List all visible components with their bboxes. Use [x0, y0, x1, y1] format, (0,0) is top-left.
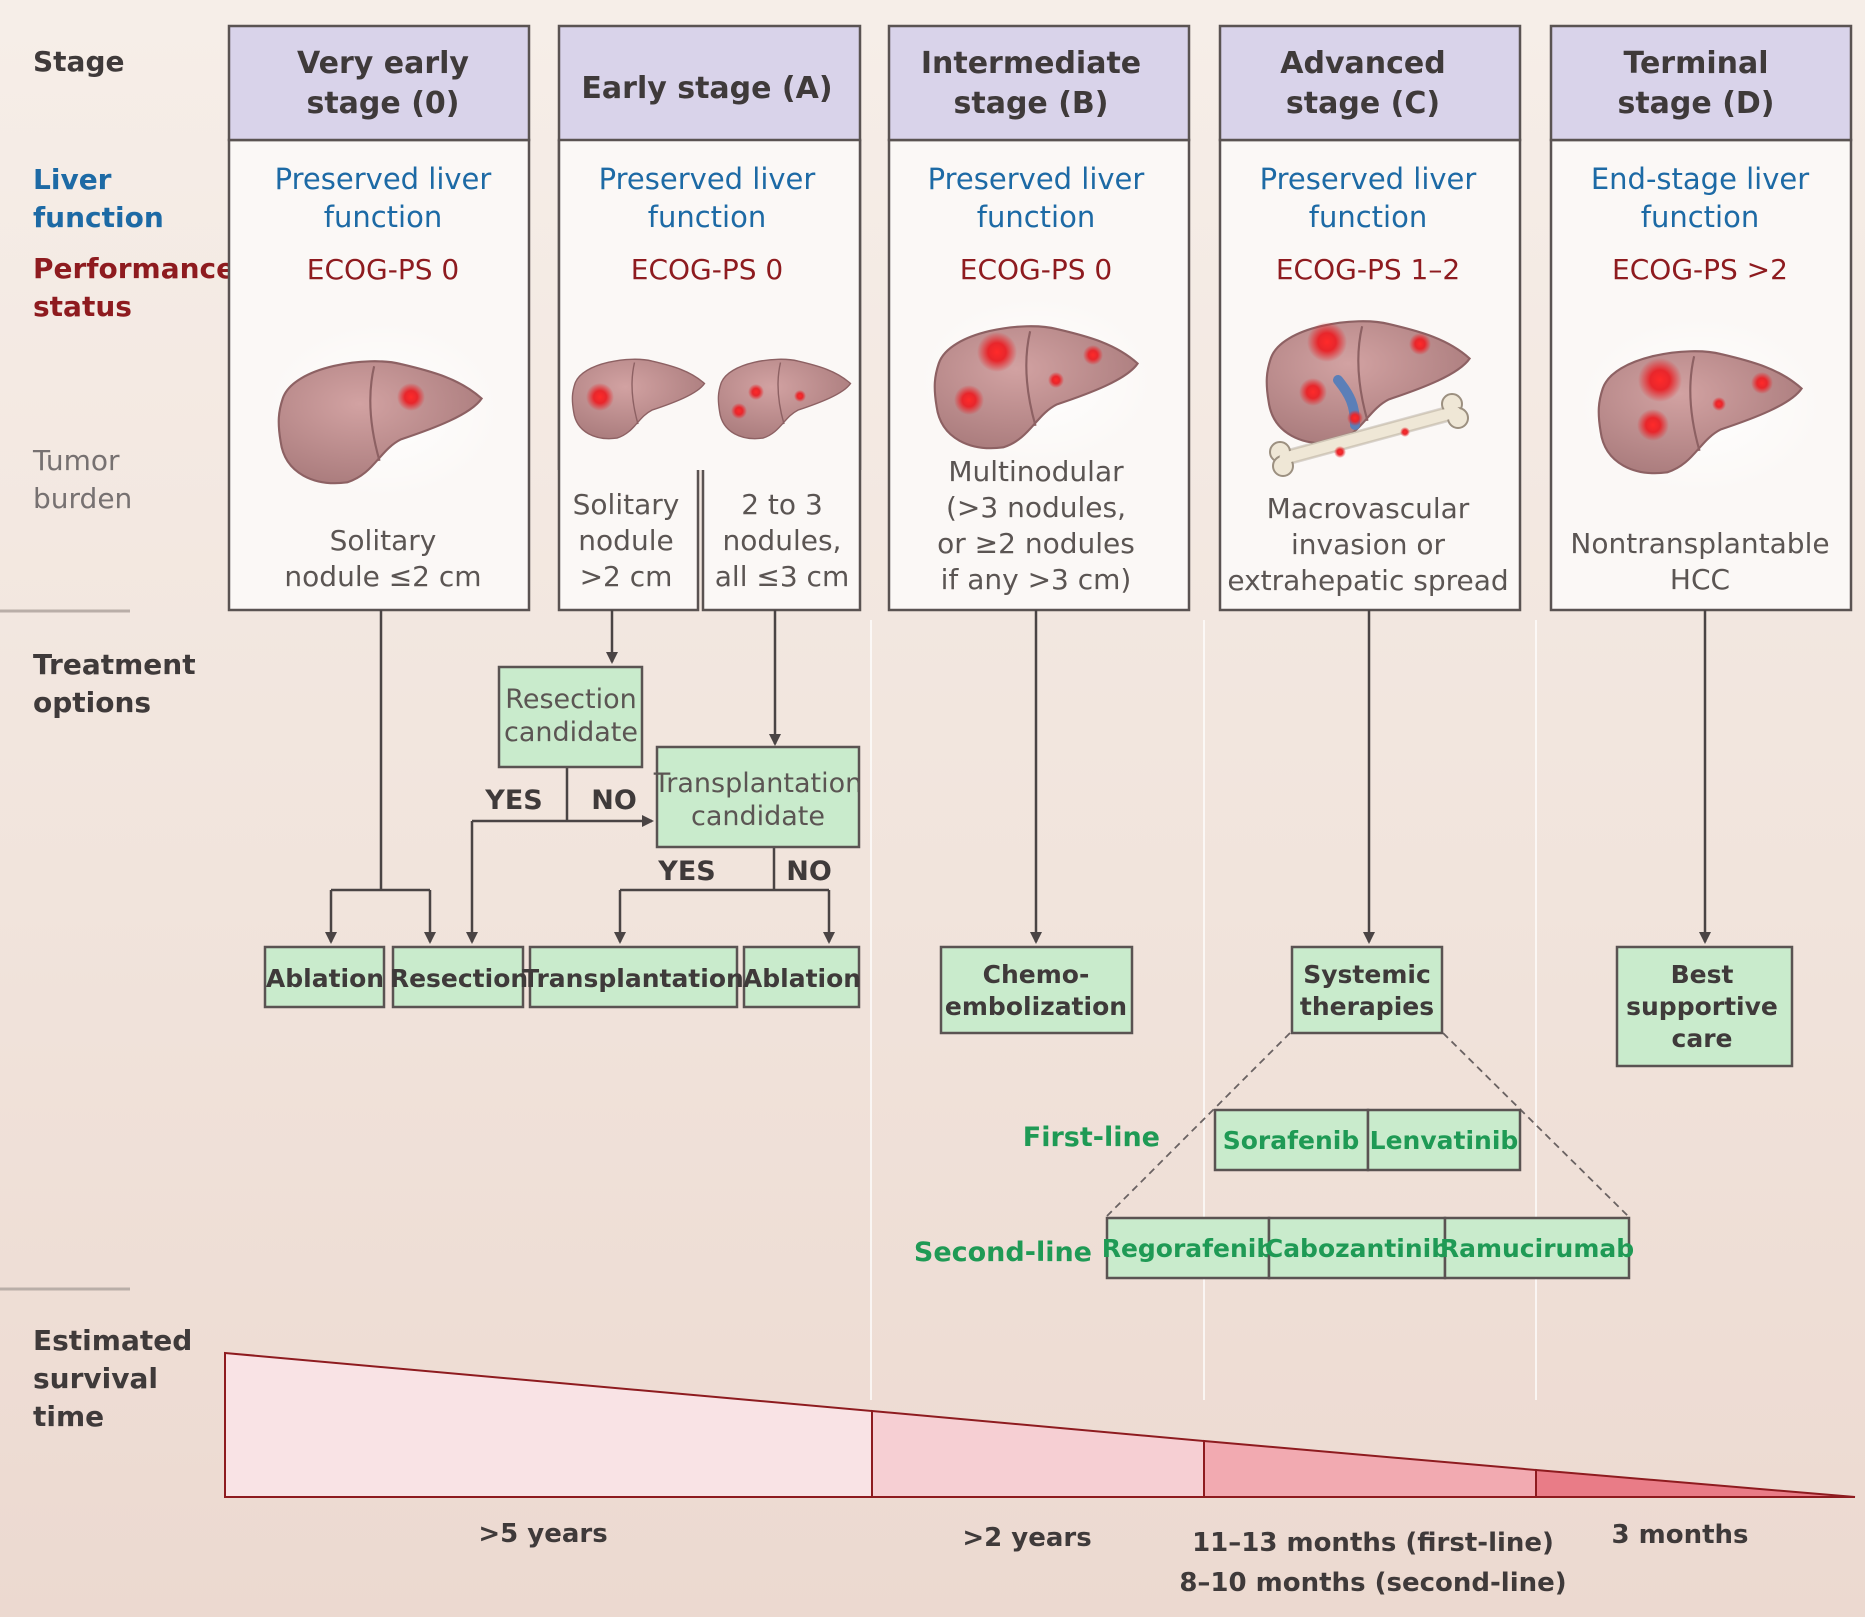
drug-lenvatinib: Lenvatinib [1366, 1108, 1522, 1172]
svg-text:Cabozantinib: Cabozantinib [1265, 1234, 1449, 1263]
yes-label-resection: YES [484, 785, 542, 816]
stage-header [557, 24, 862, 142]
liver-illustration [916, 295, 1156, 465]
svg-text:Ablation: Ablation [266, 964, 384, 993]
liver-bone-illustration [1265, 320, 1471, 477]
treatment-resection: Resection [390, 945, 528, 1009]
survival-label-d: 3 months [1611, 1520, 1748, 1550]
no-label-resection: NO [591, 785, 637, 816]
liver-illustration [1575, 315, 1825, 495]
bone-icon [1269, 393, 1469, 477]
survival-segment-b [871, 1409, 1205, 1498]
survival-segment-c [1203, 1439, 1537, 1498]
treatment-ablation-2: Ablation [742, 945, 861, 1009]
stage-header [1549, 24, 1853, 142]
systemic-fan [1106, 1032, 1629, 1217]
liver-illustration-multiple [717, 358, 852, 440]
drug-regorafenib: Regorafenib [1102, 1216, 1275, 1280]
drug-ramucirumab: Ramucirumab [1440, 1216, 1634, 1280]
treatment-ablation-1: Ablation [263, 945, 386, 1009]
stage-header [887, 24, 1191, 142]
ecog-text: ECOG-PS 0 [631, 253, 783, 286]
first-line-label: First-line [1023, 1122, 1160, 1153]
svg-text:Sorafenib: Sorafenib [1223, 1126, 1359, 1155]
drug-cabozantinib: Cabozantinib [1265, 1216, 1449, 1280]
survival-segment-d [1535, 1468, 1856, 1498]
treatment-transplantation: Transplantation [522, 945, 744, 1009]
svg-text:Chemo-embolization: Chemo-embolization [945, 960, 1127, 1021]
no-label-transplant: NO [786, 856, 832, 887]
liver-illustration [263, 320, 503, 500]
stage-title: Early stage (A) [581, 71, 832, 106]
drug-sorafenib: Sorafenib [1213, 1108, 1370, 1172]
svg-text:Ramucirumab: Ramucirumab [1440, 1234, 1634, 1263]
svg-text:Transplantation: Transplantation [522, 964, 744, 993]
second-line-label: Second-line [914, 1237, 1092, 1268]
ecog-text: ECOG-PS 1–2 [1276, 253, 1460, 286]
svg-text:Regorafenib: Regorafenib [1102, 1234, 1275, 1263]
liver-illustration-solitary [571, 358, 706, 440]
survival-label-0a: >5 years [478, 1519, 607, 1549]
treatment-chemoembolization: Chemo-embolization [939, 945, 1134, 1035]
survival-segment-0a [224, 1351, 873, 1498]
stage-header [1218, 24, 1522, 142]
survival-label-b: >2 years [962, 1523, 1091, 1553]
svg-text:Lenvatinib: Lenvatinib [1370, 1126, 1519, 1155]
row-label-stage: Stage [33, 45, 124, 78]
survival-label-c: 11–13 months (first-line)8–10 months (se… [1179, 1528, 1566, 1598]
ecog-text: ECOG-PS 0 [307, 253, 459, 286]
svg-text:Ablation: Ablation [743, 964, 861, 993]
yes-label-transplant: YES [657, 856, 715, 887]
flow-connectors [325, 610, 1711, 944]
ecog-text: ECOG-PS >2 [1612, 253, 1788, 286]
stage-header [227, 24, 531, 142]
svg-text:Resection: Resection [390, 964, 528, 993]
survival-wedge [224, 1351, 1856, 1498]
ecog-text: ECOG-PS 0 [960, 253, 1112, 286]
